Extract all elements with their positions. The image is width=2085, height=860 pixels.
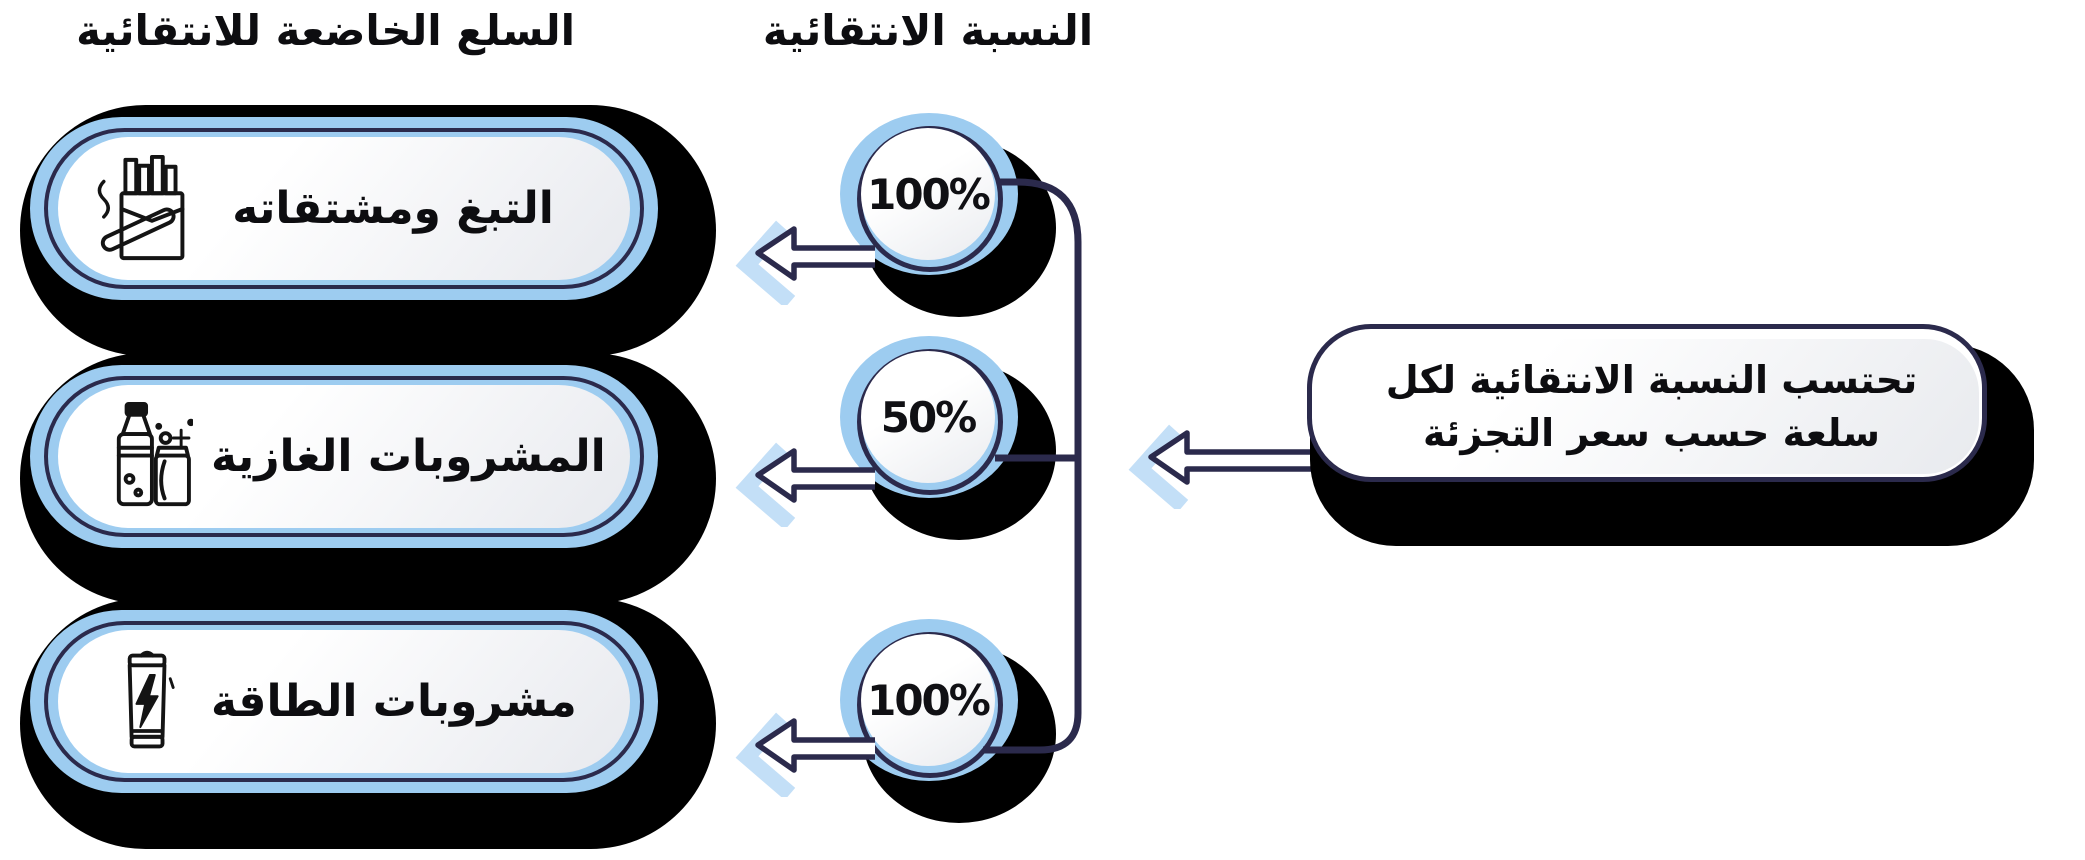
goods-item-tobacco: التبغ ومشتقاته: [30, 117, 658, 300]
arrow-note-to-rates: [1128, 424, 1313, 509]
goods-item-label: المشروبات الغازية: [211, 431, 606, 482]
note-text-line2: سلعة حسب سعر التجزئة: [1423, 410, 1880, 455]
note-box-face: تحتسب النسبة الانتقائية لكل سلعة حسب سعر…: [1324, 339, 1979, 474]
note-text-line1: تحتسب النسبة الانتقائية لكل: [1385, 357, 1918, 402]
goods-item-soft-drinks: المشروبات الغازية: [30, 365, 658, 548]
rate-value: 100%: [867, 675, 991, 725]
rate-circle-face: 50%: [861, 351, 995, 483]
rate-value: 100%: [867, 169, 991, 219]
rate-value: 50%: [880, 392, 978, 442]
rate-circle-face: 100%: [861, 634, 995, 766]
goods-item-tobacco-card: التبغ ومشتقاته: [58, 137, 630, 280]
soda-bottle-can-icon: [86, 401, 211, 513]
energy-drink-can-icon: [86, 649, 211, 755]
rate-circle-tobacco: 100%: [840, 113, 1018, 275]
rate-circle-face: 100%: [861, 128, 995, 260]
goods-item-energy-drinks-card: مشروبات الطاقة: [58, 630, 630, 773]
cigarette-pack-icon: [86, 152, 211, 265]
goods-item-label: مشروبات الطاقة: [211, 676, 577, 727]
rate-column-header: النسبة الانتقائية: [762, 6, 1094, 55]
rate-circle-soft-drinks: 50%: [840, 336, 1018, 498]
note-box: تحتسب النسبة الانتقائية لكل سلعة حسب سعر…: [1307, 324, 1987, 482]
goods-column-header: السلع الخاضعة للانتقائية: [76, 6, 575, 55]
rate-circle-energy-drinks: 100%: [840, 619, 1018, 781]
goods-item-energy-drinks: مشروبات الطاقة: [30, 610, 658, 793]
goods-item-soft-drinks-card: المشروبات الغازية: [58, 385, 630, 528]
goods-item-label: التبغ ومشتقاته: [232, 183, 554, 234]
